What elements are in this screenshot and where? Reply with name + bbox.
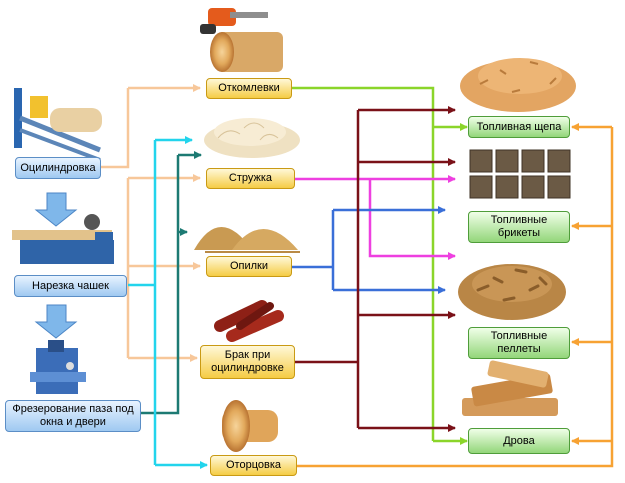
arrow-butt-products: [291, 86, 435, 441]
arrow-trim-products: [297, 127, 614, 468]
waste-trim: Оторцовка: [210, 455, 297, 476]
process-notching-label: Нарезка чашек: [32, 279, 109, 292]
rounding-machine-image: [14, 88, 102, 162]
process-milling-label: Фрезерование паза под окна и двери: [12, 403, 134, 428]
product-firewood: Дрова: [468, 428, 570, 454]
waste-trim-label: Оторцовка: [225, 459, 282, 471]
briquettes-image: [469, 149, 571, 199]
chainsaw-log-image: [200, 8, 283, 72]
firewood-image: [462, 360, 558, 416]
waste-butt-label: Откомлевки: [218, 82, 280, 94]
shavings-pile-image: [204, 118, 300, 158]
milling-machine-image: [30, 340, 86, 394]
product-briquettes-label: Топливные брикеты: [490, 214, 548, 239]
product-pellets: Топливные пеллеты: [468, 327, 570, 359]
waste-defect: Брак при оцилиндровке: [200, 345, 295, 379]
product-pellets-label: Топливные пеллеты: [490, 330, 548, 355]
product-firewood-label: Дрова: [503, 434, 535, 447]
waste-shavings: Стружка: [206, 168, 295, 189]
wood-chips-image: [460, 58, 576, 112]
product-chips-label: Топливная щепа: [476, 120, 562, 133]
notching-machine-image: [12, 214, 114, 264]
arrow-milling-waste: [141, 155, 180, 415]
process-rounding-label: Оцилиндровка: [20, 161, 96, 174]
waste-sawdust-label: Опилки: [229, 260, 269, 272]
down-arrow-icon: [34, 192, 78, 339]
defect-logs-image: [214, 300, 284, 342]
pellets-image: [458, 264, 566, 320]
process-notching: Нарезка чашек: [14, 275, 127, 297]
process-milling: Фрезерование паза под окна и двери: [5, 400, 141, 432]
arrow-rounding-waste: [100, 88, 130, 169]
sawdust-piles-image: [194, 227, 300, 253]
product-chips: Топливная щепа: [468, 116, 570, 138]
waste-defect-label: Брак при оцилиндровке: [211, 349, 284, 374]
trim-log-image: [222, 400, 278, 452]
waste-sawdust: Опилки: [206, 256, 292, 277]
process-rounding: Оцилиндровка: [15, 157, 101, 179]
waste-shavings-label: Стружка: [228, 172, 273, 184]
product-briquettes: Топливные брикеты: [468, 211, 570, 243]
waste-butt: Откомлевки: [206, 78, 292, 99]
